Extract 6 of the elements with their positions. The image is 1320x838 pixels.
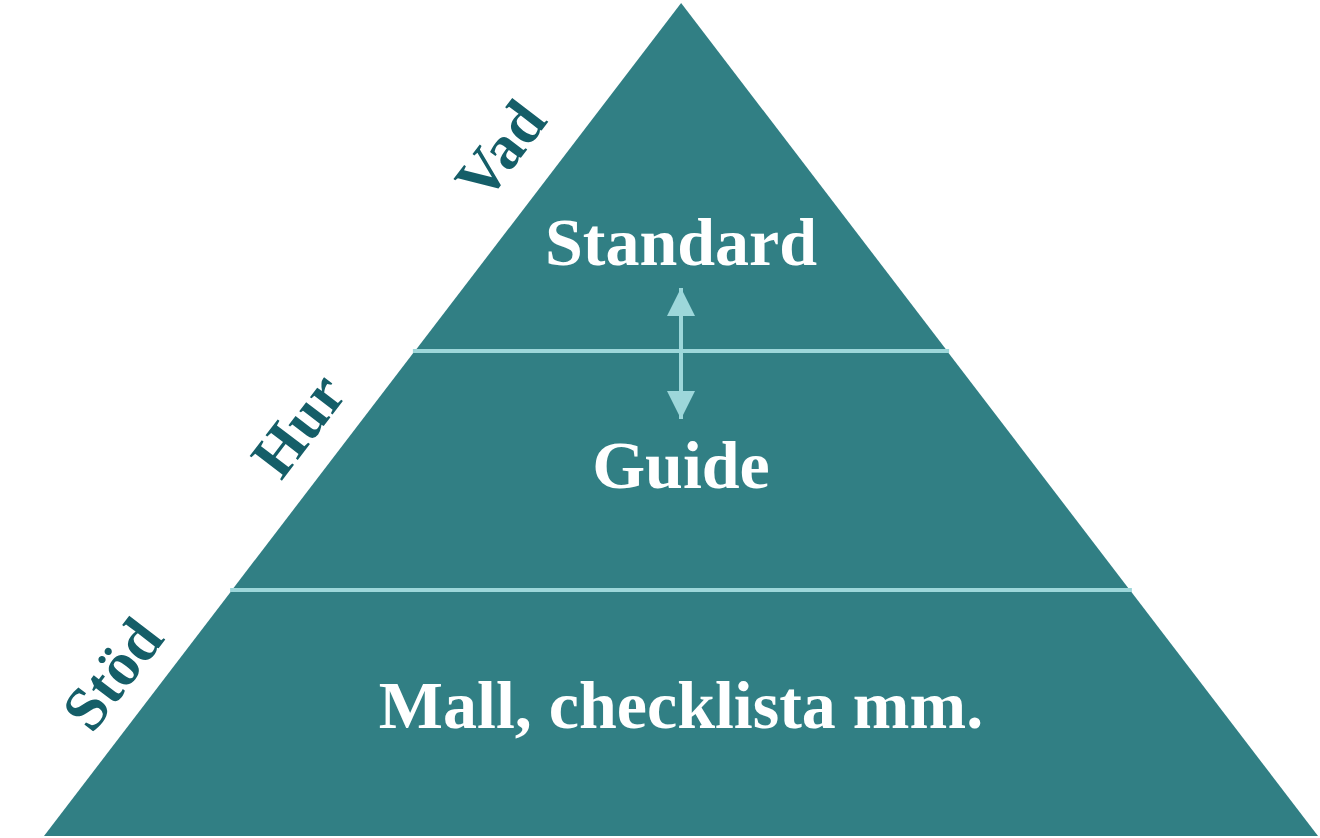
double-arrow	[667, 288, 695, 419]
side-label: Vad	[443, 89, 557, 211]
tier-label: Standard	[544, 208, 818, 276]
side-label: Hur	[240, 362, 357, 488]
tier-label: Mall, checklista mm.	[378, 671, 984, 739]
tier-label: Guide	[592, 431, 770, 499]
